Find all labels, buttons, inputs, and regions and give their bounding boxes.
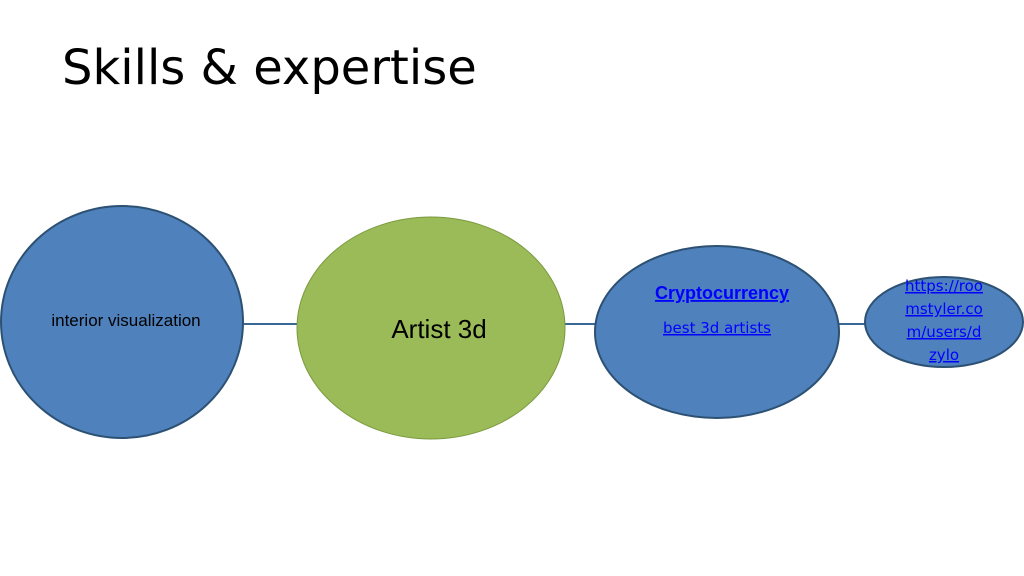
node-cryptocurrency: Cryptocurrency best 3d artists bbox=[594, 245, 840, 419]
url-link-line-4[interactable]: zylo bbox=[929, 346, 959, 364]
best-3d-artists-link[interactable]: best 3d artists bbox=[663, 319, 771, 337]
node-artist-label: Artist 3d bbox=[391, 314, 486, 344]
node-url: https://roo mstyler.co m/users/d zylo bbox=[864, 276, 1024, 368]
node-url-shape bbox=[864, 276, 1024, 368]
cryptocurrency-link[interactable]: Cryptocurrency bbox=[655, 283, 789, 303]
node-artist-3d: Artist 3d bbox=[296, 216, 566, 440]
node-interior-visualization: interior visualization bbox=[0, 205, 244, 439]
node-interior-shape bbox=[0, 205, 244, 439]
url-link-line-1[interactable]: https://roo bbox=[905, 277, 983, 295]
node-interior-label: interior visualization bbox=[51, 311, 200, 330]
node-crypto-shape bbox=[594, 245, 840, 419]
node-artist-shape bbox=[296, 216, 566, 440]
url-link-line-3[interactable]: m/users/d bbox=[907, 323, 982, 341]
url-link-line-2[interactable]: mstyler.co bbox=[905, 300, 983, 318]
slide-title: Skills & expertise bbox=[62, 40, 477, 96]
